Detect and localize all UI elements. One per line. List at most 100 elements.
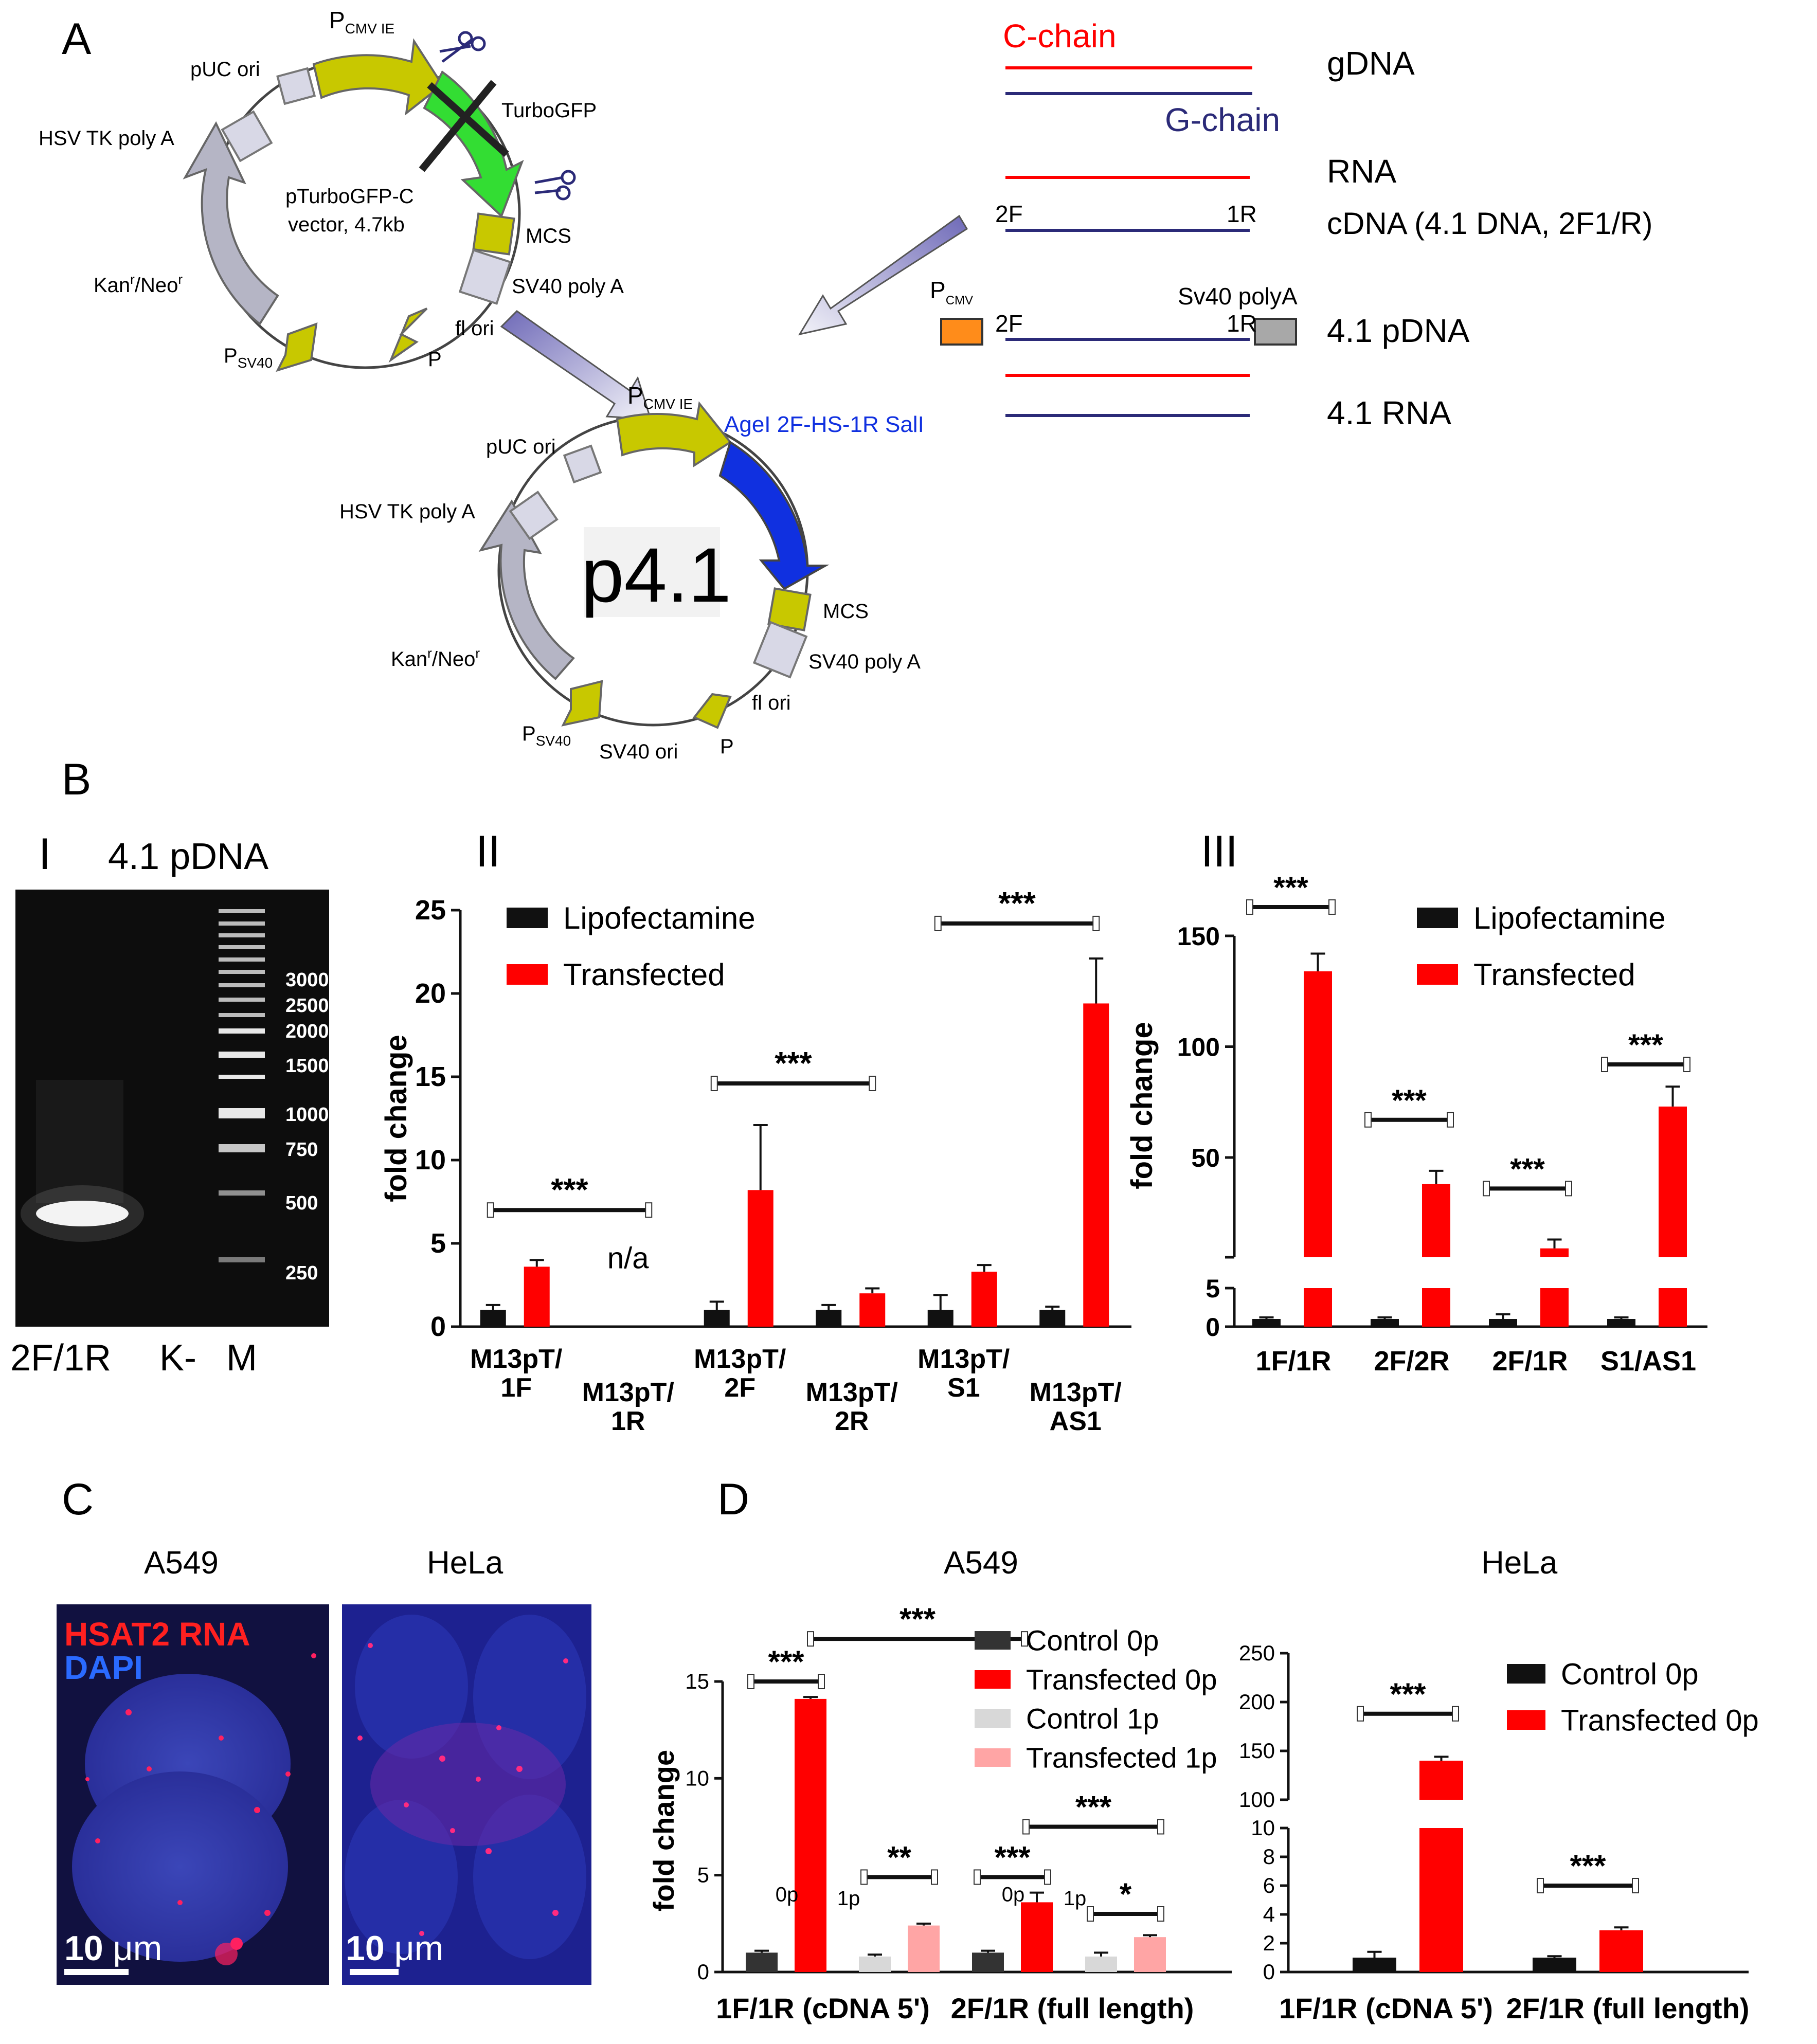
vector-2: p4.1 PCMV IE AgeI 2F-HS-1R SalI pUC ori … — [339, 382, 924, 763]
svg-text:1000: 1000 — [285, 1104, 329, 1126]
svg-text:3000: 3000 — [285, 969, 329, 991]
c-chain-label: C-chain — [1003, 17, 1117, 55]
v1-pcmv-label: PCMV IE — [329, 7, 394, 37]
x-tick-label-1-0: M13pT/ — [582, 1378, 674, 1407]
v1-puc-label: pUC ori — [190, 58, 260, 81]
bar-1-0 — [795, 1698, 826, 1972]
bar-lower-1-2 — [1540, 1288, 1569, 1327]
v2-pcmv-arrow — [616, 401, 732, 467]
x-tick-label-4-0: M13pT/ — [918, 1344, 1010, 1374]
x-tick-label-1: 2F/1R (full length) — [1506, 1992, 1750, 2024]
sig-5-cap-right — [1157, 1906, 1164, 1922]
sv40pa-block — [458, 248, 512, 305]
gel-band — [36, 1201, 129, 1226]
rna41-label: 4.1 RNA — [1327, 394, 1451, 431]
sig-4-cap-left — [1022, 1819, 1030, 1835]
panel-label-d: D — [717, 1475, 749, 1524]
bar-0-1 — [1371, 1319, 1399, 1327]
legend-label-2: Control 1p — [1026, 1703, 1159, 1735]
legend-label-0: Control 0p — [1026, 1624, 1159, 1657]
bar-2-1 — [1085, 1956, 1117, 1972]
v2-kan-arrow — [478, 499, 575, 680]
legend-swatch-0 — [975, 1631, 1011, 1650]
panel-label-c: C — [62, 1475, 94, 1524]
v1-mcs-label: MCS — [526, 225, 571, 247]
y-tick-label-lower-4: 8 — [1263, 1844, 1275, 1869]
sig-4-cap-right — [1157, 1819, 1164, 1835]
x-tick-label-0-0: M13pT/ — [470, 1344, 562, 1374]
bar-0-0 — [480, 1310, 506, 1327]
v2-sv40pa-label: SV40 poly A — [808, 650, 921, 673]
v1-sv40pa-label: SV40 poly A — [512, 275, 624, 298]
sig-2-cap-left — [710, 1075, 718, 1091]
vector-1: PCMV IE TurboGFP pUC ori HSV TK poly A p… — [39, 7, 624, 372]
bar-1-2 — [747, 1190, 773, 1327]
bar-lower-1-0 — [1304, 1288, 1332, 1327]
sig-2-label: *** — [775, 1046, 812, 1081]
svg-text:250: 250 — [285, 1262, 318, 1284]
passage-label-0-0: 0p — [776, 1883, 799, 1906]
sig-1-label: *** — [1392, 1084, 1427, 1117]
bar-1-1 — [1599, 1930, 1643, 1972]
x-tick-label-2: 2F/1R — [1492, 1346, 1568, 1377]
gdna-label: gDNA — [1327, 45, 1415, 82]
x-tick-label-5-0: M13pT/ — [1030, 1378, 1122, 1407]
x-tick-label-0: 1F/1R (cDNA 5') — [1279, 1992, 1493, 2024]
sig-2-cap-left — [860, 1869, 868, 1885]
x-tick-label-1: 2F/1R (full length) — [951, 1992, 1194, 2024]
sig-3-cap-left — [934, 915, 942, 931]
sig-1-cap-right — [1021, 1631, 1028, 1647]
sig-3-cap-right — [1044, 1869, 1051, 1885]
sig-0-label: *** — [551, 1172, 588, 1208]
ladder-labels: 3000 2500 2000 1500 1000 750 500 250 — [285, 969, 329, 1284]
bar-0-3 — [816, 1310, 842, 1327]
v2-mcs-block — [767, 587, 812, 631]
fl-ori-arrow — [388, 307, 428, 363]
bar-1-0 — [524, 1267, 550, 1327]
x-tick-label-0: 1F/1R — [1255, 1346, 1331, 1377]
bar-0-1 — [972, 1952, 1004, 1972]
legend-label-0: Lipofectamine — [1473, 901, 1666, 935]
y-tick-label-4: 20 — [415, 978, 446, 1009]
y-tick-label-upper-1: 100 — [1177, 1033, 1220, 1062]
sig-3-label: *** — [1628, 1028, 1663, 1062]
legend-label-0: Control 0p — [1561, 1657, 1699, 1691]
y-tick-label-2: 10 — [685, 1766, 709, 1790]
kan-arrow — [183, 121, 279, 325]
sig-0-label: *** — [1273, 871, 1308, 905]
mic-hsat2-label: HSAT2 RNA — [64, 1616, 250, 1653]
v2-flori-label: fl ori — [752, 692, 791, 714]
turbogfp-arrow — [423, 70, 524, 218]
d-a549-title: A549 — [944, 1545, 1018, 1581]
svg-text:500: 500 — [285, 1192, 318, 1214]
y-tick-label-lower-2: 4 — [1263, 1902, 1275, 1926]
v2-hsv-label: HSV TK poly A — [339, 500, 475, 523]
sv40pa-box — [1254, 318, 1297, 346]
v2-p-label: P — [720, 735, 734, 758]
v1-turbogfp-label: TurboGFP — [501, 99, 597, 122]
v1-hsv-label: HSV TK poly A — [39, 127, 174, 150]
bar-upper-1-3 — [1659, 1106, 1687, 1257]
sig-2-label: *** — [1510, 1152, 1545, 1186]
passage-label-0-1: 0p — [1002, 1883, 1025, 1906]
cross-line-2 — [427, 82, 509, 157]
cross-line-1 — [419, 80, 497, 172]
sig-0-cap-left — [1246, 899, 1253, 915]
v2-mcs-label: MCS — [823, 600, 869, 623]
gel-title: 4.1 pDNA — [108, 836, 268, 877]
y-tick-label-0: 0 — [430, 1311, 446, 1342]
v1-psv40-label: PSV40 — [224, 345, 273, 371]
panel-label-b: B — [62, 755, 91, 804]
bar-3-1 — [1134, 1937, 1166, 1972]
legend-swatch-2 — [975, 1709, 1011, 1728]
nucleus-2 — [72, 1771, 288, 1962]
v2-puc-label: pUC ori — [486, 436, 556, 458]
scissors-icon — [439, 31, 486, 63]
x-tick-label-0: 1F/1R (cDNA 5') — [716, 1992, 930, 2024]
passage-label-1-1: 1p — [1064, 1887, 1087, 1910]
puc-block — [276, 67, 316, 105]
y-tick-label-5: 25 — [415, 895, 446, 926]
sig-3-label: *** — [998, 886, 1036, 921]
sig-2-cap-right — [1565, 1181, 1572, 1197]
